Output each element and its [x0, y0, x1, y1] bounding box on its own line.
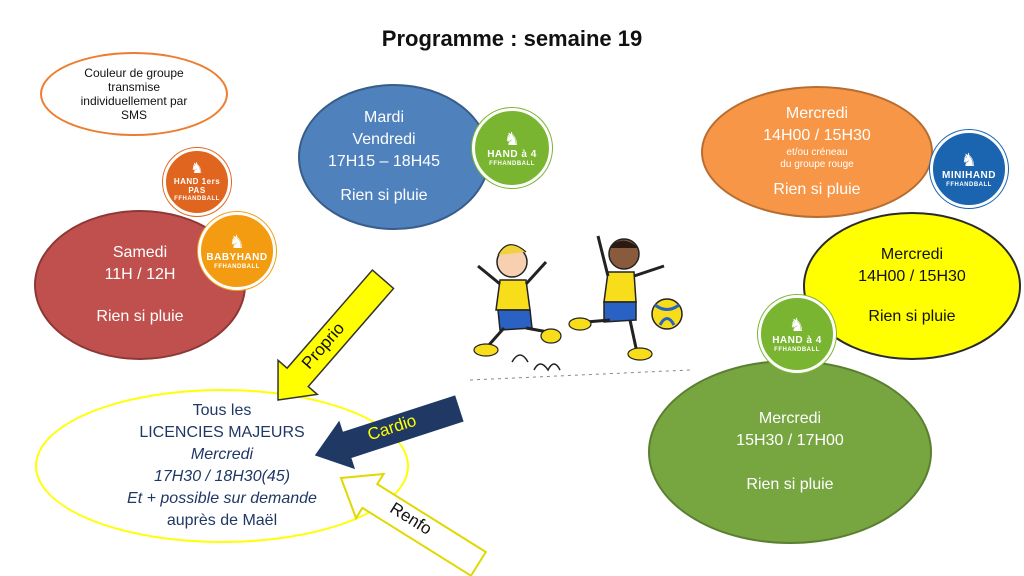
note-line-4: SMS: [120, 108, 147, 122]
tuesday-friday-time: 17H15 – 18H45: [327, 153, 441, 170]
minihand-badge: ♞ MINIHAND FFHANDBALL: [930, 130, 1008, 208]
group-color-note: Couleur de groupe transmise individuelle…: [40, 52, 228, 136]
adult-day: Mercredi: [190, 446, 254, 463]
friday-day: Vendredi: [352, 131, 416, 148]
wednesday-green-session: Mercredi 15H30 / 17H00 Rien si pluie: [648, 360, 932, 544]
orange-day: Mercredi: [785, 105, 849, 122]
minihand-badge-sub: FFHANDBALL: [946, 181, 992, 188]
hand4-badge-title: HAND à 4: [487, 148, 537, 160]
adult-extra-1: Et + possible sur demande: [127, 490, 317, 507]
tuesday-day: Mardi: [363, 109, 404, 126]
minihand-badge-title: MINIHAND: [942, 169, 996, 181]
orange-time: 14H00 / 15H30: [763, 127, 871, 144]
orange-extra-1: et/ou créneau: [786, 147, 848, 158]
page-title: Programme : semaine 19: [381, 26, 643, 51]
handball-kids-illustration: [469, 235, 691, 381]
green-rain: Rien si pluie: [746, 476, 834, 493]
hand-first-steps-badge: ♞ HAND 1ers PAS FFHANDBALL: [163, 148, 231, 216]
hand4-badge-bottom: ♞ HAND à 4 FFHANDBALL: [758, 295, 836, 373]
wednesday-orange-session: Mercredi 14H00 / 15H30 et/ou créneau du …: [701, 86, 933, 218]
hand4-badge-sub: FFHANDBALL: [489, 160, 535, 167]
orange-rain: Rien si pluie: [773, 181, 861, 198]
orange-extra-2: du groupe rouge: [780, 159, 854, 170]
rooster-icon: ♞: [788, 314, 806, 335]
note-line-2: transmise: [107, 80, 160, 94]
adult-line-1: Tous les: [192, 402, 252, 419]
saturday-day: Samedi: [112, 244, 168, 261]
proprio-arrow: [277, 269, 395, 401]
note-line-1: Couleur de groupe: [84, 66, 184, 80]
hand4-badge-sub: FFHANDBALL: [774, 346, 820, 353]
green-time: 15H30 / 17H00: [736, 432, 844, 449]
adult-line-2: LICENCIES MAJEURS: [139, 424, 305, 441]
saturday-time: 11H / 12H: [104, 266, 176, 283]
hand4-badge-title: HAND à 4: [772, 334, 822, 346]
kid-one-figure: [473, 244, 562, 357]
hand1-badge-title: HAND 1ers PAS: [173, 177, 221, 195]
adult-extra-2: auprès de Maël: [166, 512, 278, 529]
babyhand-badge: ♞ BABYHAND FFHANDBALL: [198, 212, 276, 290]
saturday-rain: Rien si pluie: [96, 308, 184, 325]
renfo-arrow: [339, 472, 488, 576]
green-day: Mercredi: [758, 410, 822, 427]
cardio-arrow: [314, 395, 464, 470]
yellow-rain: Rien si pluie: [868, 308, 956, 325]
note-line-3: individuellement par: [80, 94, 188, 108]
tuesday-friday-rain: Rien si pluie: [340, 187, 428, 204]
tuesday-friday-session: Mardi Vendredi 17H15 – 18H45 Rien si plu…: [298, 84, 490, 230]
babyhand-badge-sub: FFHANDBALL: [214, 263, 260, 270]
rooster-icon: ♞: [190, 160, 204, 177]
hand1-badge-sub: FFHANDBALL: [174, 196, 220, 202]
yellow-time: 14H00 / 15H30: [858, 268, 966, 285]
handball-ball: [651, 298, 683, 330]
rooster-icon: ♞: [503, 128, 521, 149]
babyhand-badge-title: BABYHAND: [206, 251, 268, 263]
rooster-icon: ♞: [228, 231, 246, 252]
kid-two-figure: [568, 235, 665, 361]
rooster-icon: ♞: [960, 149, 978, 170]
hand4-badge-top: ♞ HAND à 4 FFHANDBALL: [472, 108, 552, 188]
adult-time: 17H30 / 18H30(45): [153, 468, 291, 485]
yellow-day: Mercredi: [880, 246, 944, 263]
wednesday-yellow-session: Mercredi 14H00 / 15H30 Rien si pluie: [803, 212, 1021, 360]
